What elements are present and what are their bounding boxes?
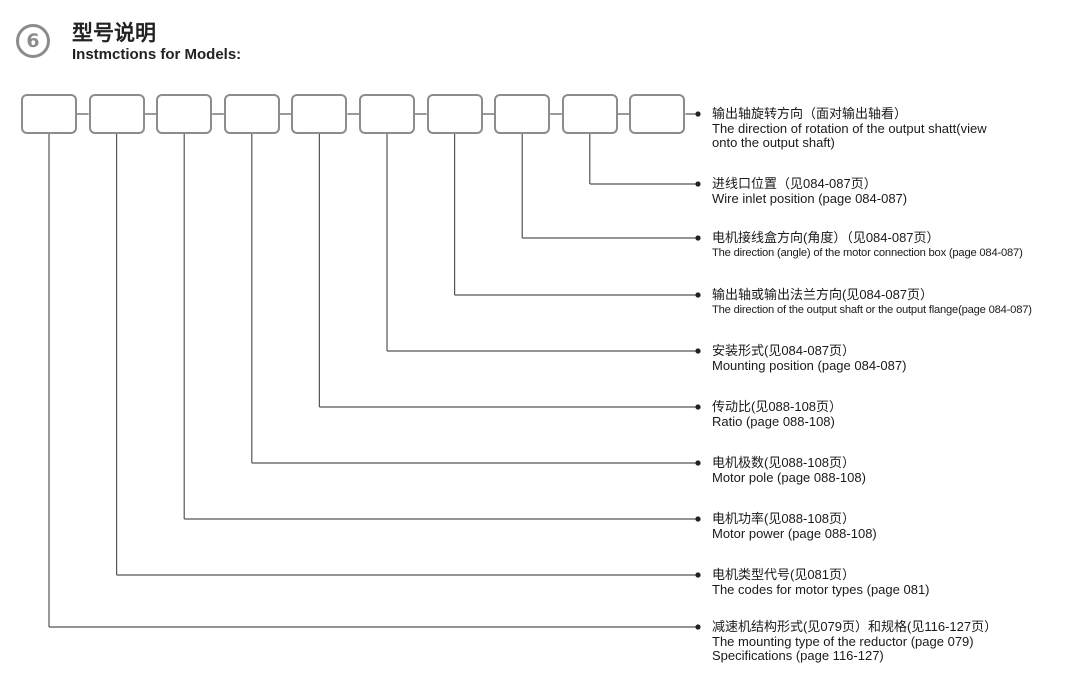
label-zh: 进线口位置（见084-087页） [712, 176, 877, 191]
section-number: 6 [26, 30, 40, 52]
label-item: 安装形式(见084-087页）Mounting position (page 0… [712, 342, 906, 373]
section-number-badge: 6 [16, 24, 50, 58]
label-en: Motor pole (page 088-108) [712, 470, 866, 485]
bullet-dot [695, 572, 701, 578]
bullet-dot [695, 235, 701, 241]
label-en: onto the output shaft) [712, 135, 835, 150]
label-item: 电机功率(见088-108页）Motor power (page 088-108… [712, 510, 877, 541]
label-en: Motor power (page 088-108) [712, 526, 877, 541]
label-zh: 输出轴或输出法兰方向(见084-087页） [712, 287, 934, 302]
label-zh: 电机接线盒方向(角度）（见084-087页） [712, 230, 940, 245]
label-zh: 减速机结构形式(见079页）和规格(见116-127页） [712, 619, 998, 634]
label-en: The codes for motor types (page 081) [712, 582, 930, 597]
bullet-dot [695, 111, 701, 117]
label-zh: 输出轴旋转方向（面对输出轴看） [712, 106, 908, 121]
code-box-1 [21, 94, 77, 134]
bullet-dot [695, 624, 701, 630]
label-zh: 安装形式(见084-087页） [712, 343, 856, 358]
label-zh: 电机极数(见088-108页） [712, 455, 856, 470]
bullet-dot [695, 460, 701, 466]
label-item: 电机极数(见088-108页）Motor pole (page 088-108) [712, 454, 866, 485]
label-item: 传动比(见088-108页）Ratio (page 088-108) [712, 398, 842, 429]
label-en: Ratio (page 088-108) [712, 414, 835, 429]
code-box-3 [156, 94, 213, 134]
page-title: 型号说明 [72, 21, 156, 45]
code-box-10 [629, 94, 686, 134]
label-item: 减速机结构形式(见079页）和规格(见116-127页）The mounting… [712, 618, 997, 663]
code-box-9 [561, 94, 618, 134]
label-en: The direction of the output shaft or the… [712, 304, 1032, 316]
label-item: 输出轴旋转方向（面对输出轴看）The direction of rotation… [712, 105, 987, 150]
code-box-2 [88, 94, 145, 134]
code-box-7 [426, 94, 483, 134]
label-zh: 传动比(见088-108页） [712, 399, 843, 414]
label-en: The direction (angle) of the motor conne… [712, 247, 1023, 259]
label-en: The direction of rotation of the output … [712, 121, 987, 136]
bullet-dot [695, 181, 701, 187]
bullet-dot [695, 404, 701, 410]
label-item: 电机接线盒方向(角度）（见084-087页） The direction (ang… [712, 229, 1023, 260]
label-zh: 电机功率(见088-108页） [712, 511, 856, 526]
label-item: 输出轴或输出法兰方向(见084-087页） The direction of th… [712, 286, 1032, 317]
label-en: Mounting position (page 084-087) [712, 358, 907, 373]
code-box-8 [494, 94, 551, 134]
label-item: 电机类型代号(见081页）The codes for motor types (… [712, 566, 930, 597]
code-box-6 [359, 94, 415, 134]
bullet-dot [695, 516, 701, 522]
label-item: 进线口位置（见084-087页）Wire inlet position (pag… [712, 175, 907, 206]
label-zh: 电机类型代号(见081页） [712, 567, 856, 582]
label-en: The mounting type of the reductor (page … [712, 634, 974, 649]
page-subtitle: Instmctions for Models: [72, 46, 242, 63]
bullet-dot [695, 348, 701, 354]
label-en: Specifications (page 116-127) [712, 648, 884, 663]
code-box-4 [223, 94, 280, 134]
code-box-5 [291, 94, 348, 134]
bullet-dot [695, 292, 701, 298]
label-en: Wire inlet position (page 084-087) [712, 191, 908, 206]
